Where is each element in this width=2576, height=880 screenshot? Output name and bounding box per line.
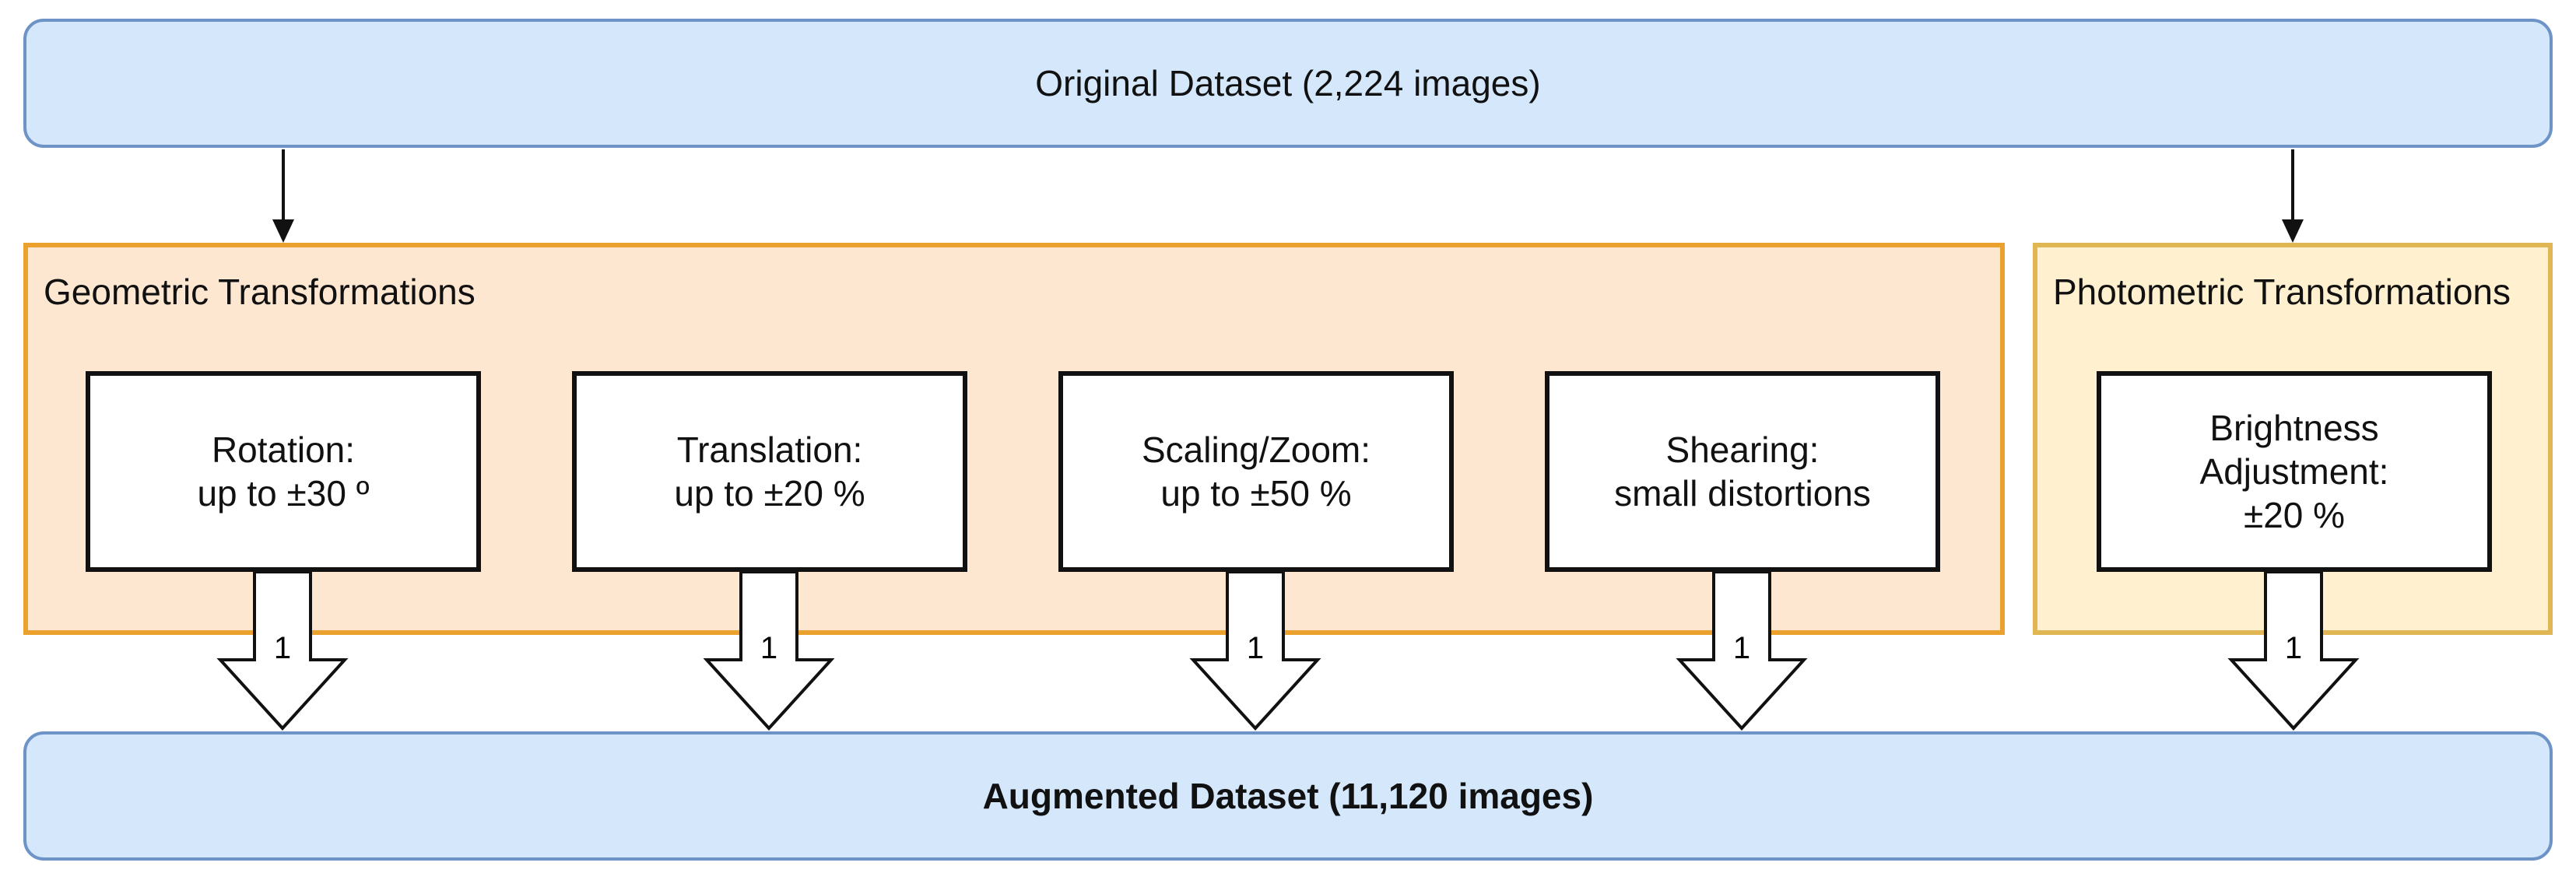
arrow-original-to-geometric [272, 149, 294, 243]
block-arrow-shearing: 1 [1676, 570, 1808, 731]
transform-detail: up to ±20 % [674, 473, 865, 514]
count-label-shearing: 1 [1733, 631, 1750, 665]
block-arrow-scaling: 1 [1189, 570, 1321, 731]
transform-detail: Adjustment: [2199, 451, 2389, 492]
transform-name: Brightness [2209, 408, 2379, 448]
block-arrow-translation: 1 [703, 570, 835, 731]
arrow-original-to-photometric [2282, 149, 2304, 243]
count-label-rotation: 1 [274, 631, 291, 665]
original-dataset-title: Original Dataset (2,224 images) [1035, 63, 1541, 103]
count-label-scaling: 1 [1247, 631, 1264, 665]
augmented-dataset-title: Augmented Dataset (11,120 images) [982, 776, 1594, 816]
transform-detail: small distortions [1614, 473, 1871, 514]
transform-name: Rotation: [211, 429, 356, 470]
transform-detail: up to ±50 % [1160, 473, 1352, 514]
transform-box-scaling: Scaling/Zoom: up to ±50 % [1058, 371, 1454, 572]
transform-box-brightness: Brightness Adjustment: ±20 % [2097, 371, 2492, 572]
transform-name: Scaling/Zoom: [1141, 429, 1370, 470]
count-label-translation: 1 [760, 631, 777, 665]
original-dataset-box: Original Dataset (2,224 images) [23, 19, 2553, 148]
geometric-group-title: Geometric Transformations [44, 272, 476, 312]
count-label-brightness: 1 [2285, 631, 2302, 665]
augmented-dataset-box: Augmented Dataset (11,120 images) [23, 731, 2553, 861]
transform-box-rotation: Rotation: up to ±30 º [86, 371, 481, 572]
photometric-group-title: Photometric Transformations [2053, 272, 2511, 312]
transform-name: Translation: [676, 429, 863, 470]
block-arrow-rotation: 1 [216, 570, 349, 731]
block-arrow-brightness: 1 [2227, 570, 2360, 731]
transform-detail-2: ±20 % [2243, 495, 2346, 535]
transform-name: Shearing: [1665, 429, 1820, 470]
transform-detail: up to ±30 º [197, 473, 370, 514]
transform-box-shearing: Shearing: small distortions [1545, 371, 1940, 572]
transform-box-translation: Translation: up to ±20 % [572, 371, 967, 572]
